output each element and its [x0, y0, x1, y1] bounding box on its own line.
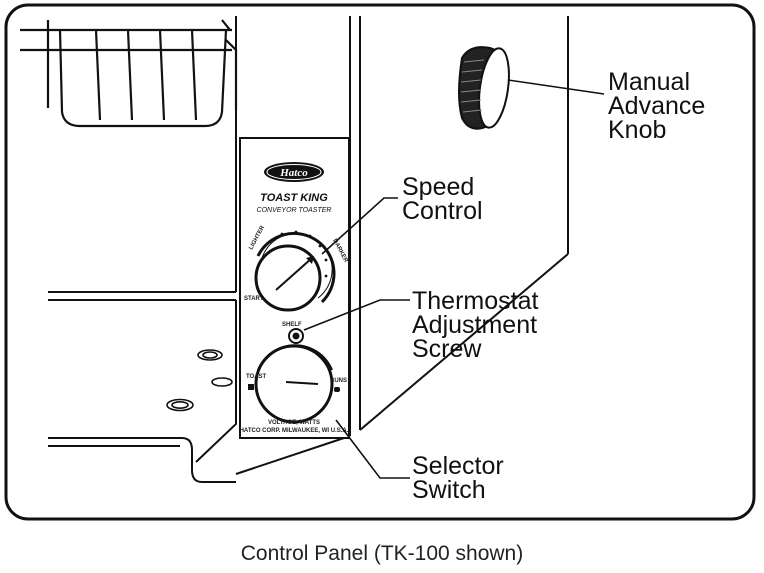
callout-line: Adjustment — [412, 311, 537, 339]
hatco-logo: Hatco — [264, 162, 324, 182]
selector-label-buns: BUNS — [330, 378, 347, 384]
callout-line: Speed — [402, 173, 474, 201]
callout-selector-switch: Selector Switch — [412, 452, 504, 504]
callout-line: Screw — [412, 335, 482, 363]
manual-advance-knob[interactable] — [458, 46, 513, 130]
tray-holes — [166, 349, 233, 412]
toast-icon — [248, 384, 254, 390]
selector-label-toast: TOAST — [246, 374, 267, 380]
panel-model-sub: CONVEYOR TOASTER — [257, 207, 332, 214]
figure-caption: Control Panel (TK-100 shown) — [241, 542, 523, 565]
leader-lines — [303, 79, 605, 479]
callout-line: Control — [402, 197, 483, 225]
panel-model-name: TOAST KING — [260, 192, 328, 204]
thermostat-adjustment-screw[interactable] — [288, 328, 304, 344]
panel-footer-voltage: VOLTAGE, WATTS — [268, 420, 320, 426]
callout-thermostat: Thermostat Adjustment Screw — [412, 287, 538, 363]
speed-dial-ticks — [268, 230, 328, 278]
logo-text: Hatco — [279, 167, 308, 179]
dial-label-start: START — [244, 296, 264, 302]
callout-line: Knob — [608, 116, 666, 144]
selector-switch[interactable] — [254, 344, 334, 424]
callout-speed-control: Speed Control — [402, 173, 483, 225]
thermostat-label: SHELF — [282, 322, 302, 328]
callout-manual-advance-knob: Manual Advance Knob — [608, 68, 705, 144]
panel-footer-company: HATCO CORP. MILWAUKEE, WI U.S.A. — [240, 428, 349, 434]
callout-line: Thermostat — [412, 287, 538, 315]
callout-line: Switch — [412, 476, 486, 504]
wire-rack — [20, 19, 238, 128]
speed-control-knob[interactable] — [254, 244, 322, 312]
buns-icon — [334, 387, 340, 392]
callout-line: Selector — [412, 452, 504, 480]
callout-line: Manual — [608, 68, 690, 96]
callout-line: Advance — [608, 92, 705, 120]
